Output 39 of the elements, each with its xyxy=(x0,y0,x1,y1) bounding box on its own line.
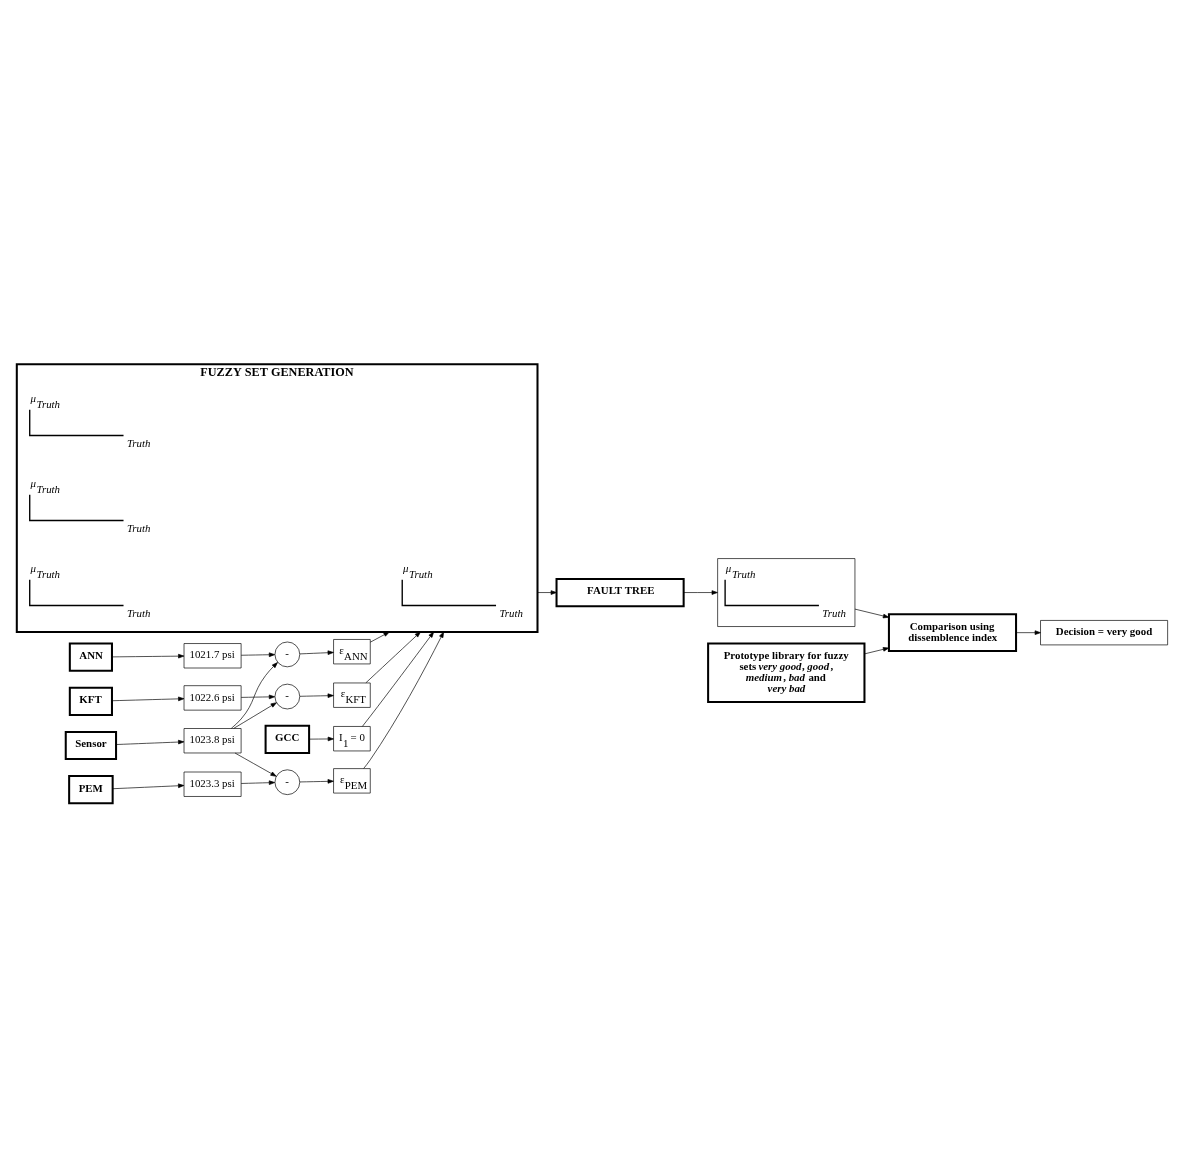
node-box: ANN xyxy=(68,642,113,672)
arrow xyxy=(299,778,334,784)
arrow xyxy=(234,752,277,777)
node-circle: - xyxy=(274,768,301,795)
node-box: 1023.8 psi xyxy=(183,727,242,753)
arrow xyxy=(111,696,185,701)
arrow xyxy=(299,649,334,655)
arrow xyxy=(683,589,718,595)
node-box: Comparison using dissemblence index xyxy=(887,612,1018,652)
node-box: Sensor xyxy=(64,730,118,760)
arrow xyxy=(369,631,390,643)
node-circle: - xyxy=(274,641,301,667)
node-box: FAULT TREE xyxy=(555,577,685,607)
node-box: 1023.3 psi xyxy=(183,771,242,797)
arrow xyxy=(240,779,276,785)
node-box: PEM xyxy=(68,774,114,804)
arrow xyxy=(537,589,557,595)
arrow xyxy=(363,631,444,769)
arrow xyxy=(230,661,278,729)
node-box: 1022.6 psi xyxy=(183,684,242,710)
arrow xyxy=(112,783,185,789)
arrow xyxy=(233,701,277,729)
node-box: KFT xyxy=(68,686,113,716)
arrow xyxy=(240,652,276,657)
node-circle: - xyxy=(274,683,301,709)
node-box: Decision = very good xyxy=(1040,619,1168,645)
arrow xyxy=(115,739,185,745)
arrow xyxy=(111,653,185,658)
arrow xyxy=(240,694,276,699)
arrow xyxy=(299,692,334,698)
node-box: 1021.7 psi xyxy=(183,642,242,668)
arrow xyxy=(854,608,890,618)
node-box: Prototype library for fuzzy sets very good, good, medium, bad and very bad xyxy=(707,642,866,703)
arrow xyxy=(362,631,434,727)
arrow xyxy=(864,646,890,654)
node-box: GCC xyxy=(264,724,311,754)
arrow xyxy=(308,736,334,741)
arrow xyxy=(365,631,421,683)
arrow xyxy=(1015,629,1041,635)
